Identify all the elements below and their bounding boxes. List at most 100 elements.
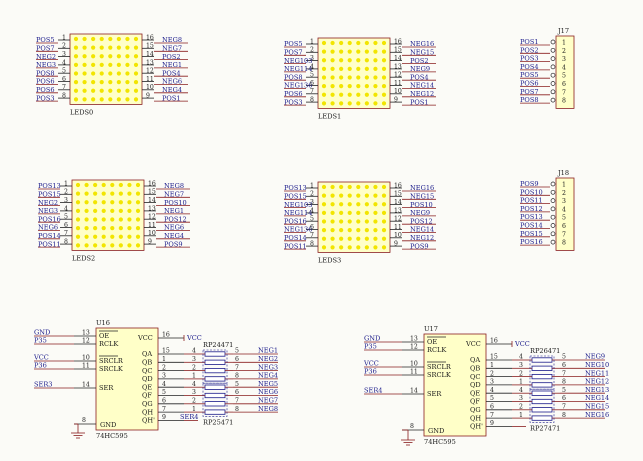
resistor-pack-top [202,349,228,384]
matrix-left-pin-number: 1 [310,182,314,189]
led-matrix-body [69,33,143,105]
output-net: NEG5 [258,380,278,388]
matrix-left-pin-number: 1 [64,180,68,187]
header-net: POS9 [520,180,539,188]
led-dot [110,243,115,248]
led-dot [321,49,327,54]
matrix-right-net: NEG16 [410,40,434,48]
led-dot [381,40,387,46]
ic-output-pin-number: 5 [162,389,166,396]
matrix-left-net: NEG114 [284,209,312,217]
led-dot [321,210,327,215]
led-dot [99,88,104,93]
ic-output-name: QH [470,414,481,422]
led-dot [91,88,96,93]
led-dot [339,84,344,89]
header-net: POS11 [520,197,543,205]
led-dot [110,226,115,231]
led-dot [364,228,369,233]
ic-gnd-pin-number: 8 [410,423,414,430]
matrix-left-pin-number: 1 [310,38,314,45]
led-dot [84,234,89,239]
header-net: POS5 [520,71,539,79]
ic-input-net: P35 [34,337,47,345]
matrix-right-net: POS1 [410,98,429,106]
led-dot [125,88,130,93]
ic-output-name: QA [142,350,152,358]
rp-pin-number: 2 [192,364,196,371]
matrix-left-pin-number: 2 [62,43,66,50]
led-dot [330,66,335,71]
ic-pin-name: RCLK [427,346,447,354]
led-dot [321,202,327,207]
ic-output-pin-number: 7 [490,412,494,419]
ic-output-name: QD [470,381,481,389]
led-dot [381,184,387,190]
led-dot [339,49,344,54]
matrix-designator: LEDS0 [70,108,93,116]
matrix-left-pin-number: 8 [310,241,314,248]
led-dot [101,191,106,196]
led-dot [116,62,121,67]
header-pin-number: 4 [562,64,566,71]
matrix-left-pin-number: 7 [64,230,68,237]
led-dot [75,234,81,239]
matrix-left-pin-number: 6 [64,222,68,229]
led-dot [135,208,141,213]
led-dot [82,62,87,67]
matrix-left-net: POS3 [36,94,55,102]
header-pin-number: 6 [562,81,566,88]
matrix-left-net: NEG114 [284,65,312,73]
led-dot [373,58,378,63]
matrix-right-pin-number: 12 [394,72,402,79]
led-dot [110,182,115,188]
led-dot [91,45,96,50]
ic-gnd-name: GND [428,427,444,435]
ic-output-pin-number: 3 [490,379,494,386]
matrix-right-net: NEG15 [410,49,434,57]
led-dot [339,66,344,71]
led-dot [373,92,378,97]
matrix-right-pin-number: 15 [394,47,402,54]
ic-pin-number: 14 [82,382,90,389]
led-dot [347,193,352,198]
led-dot [116,80,121,85]
led-dot [330,101,335,106]
ic-pin-name: OE [427,338,437,346]
matrix-left-pin-number: 3 [310,55,314,62]
matrix-right-net: NEG14 [410,226,434,234]
led-dot [339,228,344,233]
rp-pin-number: 5 [562,354,566,361]
header-body [555,177,575,251]
led-dot [135,217,141,222]
matrix-left-pin-number: 5 [310,72,314,79]
ic-output-name: QH' [470,423,483,431]
header-pin-circle [550,47,556,53]
ic-output-pin-number: 2 [490,370,494,377]
matrix-left-net: POS6 [284,90,303,98]
matrix-right-pin-number: 9 [394,241,398,248]
led-dot [108,71,113,76]
ic-output-pin-number: 15 [162,348,170,355]
matrix-right-pin-number: 9 [146,93,150,100]
led-dot [330,193,335,198]
header-pin-circle [550,206,556,212]
led-dot [82,54,87,59]
matrix-right-net: POS12 [410,217,433,225]
matrix-right-net: NEG6 [164,224,184,232]
led-matrix-body [317,37,391,109]
led-dot [330,75,335,80]
led-dot [347,210,352,215]
led-dot [356,58,361,63]
led-dot [75,200,81,205]
led-dot [364,236,369,241]
matrix-right-pin-number: 11 [394,224,402,231]
led-dot [347,228,352,233]
led-dot [125,80,130,85]
led-dot [356,219,361,224]
ic-input-net: P35 [364,343,377,351]
led-dot [356,193,361,198]
ic-output-name: QF [470,398,480,406]
resistor-element [204,376,226,382]
